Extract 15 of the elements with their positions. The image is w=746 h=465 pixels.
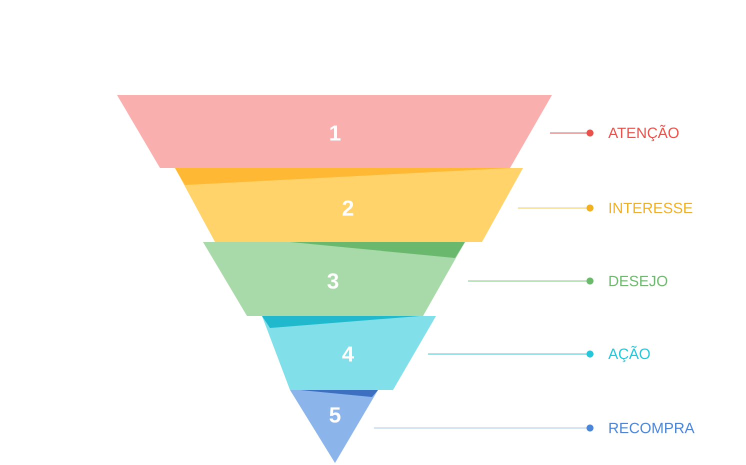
- funnel-segment: 3: [203, 242, 465, 316]
- funnel-segment: 4: [262, 316, 436, 390]
- leader-line: [374, 424, 594, 432]
- stage-label: INTERESSE: [610, 202, 692, 214]
- funnel-segment: 2: [175, 168, 523, 242]
- stage-label: RECOMPRA: [609, 422, 695, 434]
- stage-label: DESEJO: [609, 276, 668, 286]
- leader-line: [550, 130, 594, 136]
- leader-line: [518, 204, 594, 212]
- stage-label: AÇÃO: [608, 346, 650, 362]
- funnel-segment: 1: [117, 95, 552, 168]
- leader-line: [428, 350, 594, 358]
- funnel-segment: 5: [290, 390, 378, 463]
- leader-line: [468, 278, 594, 284]
- stage-label: ATENÇÃO: [608, 124, 679, 142]
